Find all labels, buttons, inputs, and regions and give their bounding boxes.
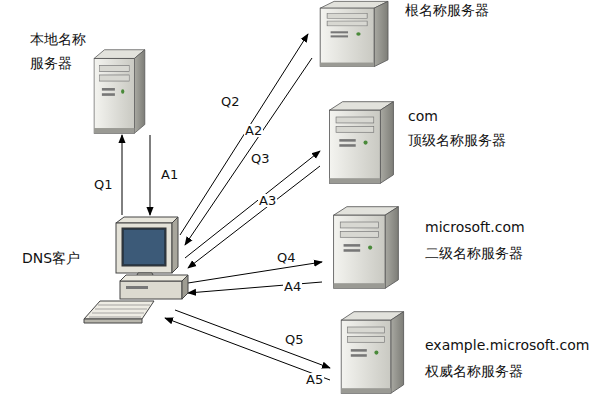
node-label: 根名称服务器 xyxy=(405,2,489,20)
step-label: Q4 xyxy=(276,251,297,264)
name-server: com顶级名称服务器 xyxy=(318,100,400,185)
step-label: A2 xyxy=(244,124,263,137)
query-arrow xyxy=(165,318,330,380)
node-label: example.microsoft.com xyxy=(425,337,589,355)
query-arrow xyxy=(185,58,312,245)
step-label: A4 xyxy=(283,280,302,293)
step-label: Q3 xyxy=(250,152,271,165)
client-computer: DNS客户 xyxy=(80,215,190,330)
name-server: microsoft.com二级名称服务器 xyxy=(322,205,405,290)
node-label: 权威名称服务器 xyxy=(425,363,523,381)
query-arrow xyxy=(185,151,320,258)
query-arrow xyxy=(122,135,123,215)
server-icon xyxy=(85,48,150,135)
node-label: 本地名称服务器 xyxy=(30,28,88,76)
server-icon xyxy=(330,310,410,395)
query-arrow xyxy=(188,166,320,268)
node-label: 二级名称服务器 xyxy=(425,245,523,263)
step-label: Q5 xyxy=(284,333,305,346)
computer-icon xyxy=(80,215,190,330)
server-icon xyxy=(318,100,400,185)
node-label: 顶级名称服务器 xyxy=(408,132,506,150)
server-icon xyxy=(308,0,395,68)
query-arrow xyxy=(150,135,151,215)
step-label: Q2 xyxy=(220,95,241,108)
query-arrow xyxy=(180,34,308,235)
query-arrow xyxy=(175,310,330,368)
name-server: 根名称服务器 xyxy=(308,0,395,68)
step-label: A3 xyxy=(258,194,277,207)
step-label: Q1 xyxy=(93,178,114,191)
name-server: example.microsoft.com权威名称服务器 xyxy=(330,310,410,395)
node-label: com xyxy=(408,108,438,126)
step-label: A5 xyxy=(305,373,324,386)
node-label: DNS客户 xyxy=(22,250,80,268)
name-server: 本地名称服务器 xyxy=(85,48,150,135)
server-icon xyxy=(322,205,405,290)
node-label: microsoft.com xyxy=(425,219,525,237)
step-label: A1 xyxy=(160,168,179,181)
